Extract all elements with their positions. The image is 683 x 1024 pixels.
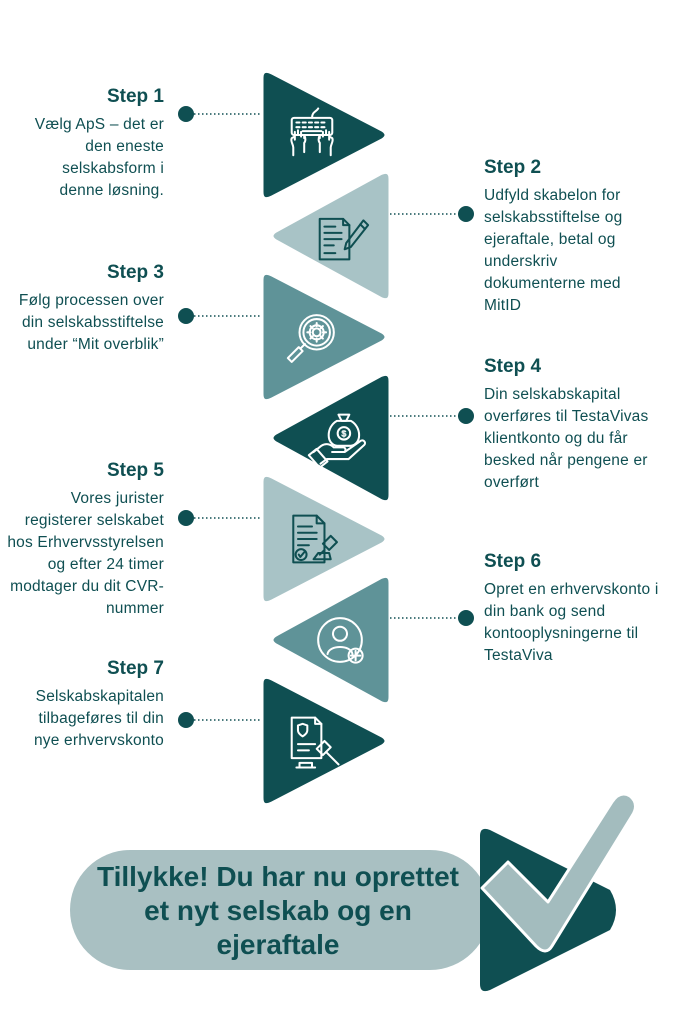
final-message-line: et nyt selskab og en [144,895,412,926]
step-5-block: Step 5 Vores jurister registerer selskab… [0,460,164,620]
step-5-line: modtager du dit CVR- [10,578,164,595]
step-7-block: Step 7 Selskabskapitalen tilbageføres ti… [0,658,164,752]
final-banner [70,792,637,992]
final-pill [70,850,490,970]
step-1-line: denne løsning. [59,182,164,199]
step-7-text: Selskabskapitalen tilbageføres til din n… [0,686,164,752]
step-2-line: underskriv [484,253,558,270]
step-4-line: Din selskabskapital [484,386,621,403]
step-3-title: Step 3 [106,262,164,283]
step-6-line: Opret en erhvervskonto i [484,581,659,598]
step-3-line: Følg processen over [18,292,164,309]
step-1-text: Vælg ApS – det er den eneste selskabsfor… [0,114,164,202]
step-6-triangle [270,574,392,706]
step-7-line: nye erhvervskonto [33,732,164,749]
step-7-line: Selskabskapitalen [35,688,164,705]
step-1-title: Step 1 [106,86,164,107]
step-5-text: Vores jurister registerer selskabet hos … [0,488,164,620]
step-1-line: selskabsform i [62,160,164,177]
step-1-dot [178,106,194,122]
step-4-line: overføres til TestaVivas [484,408,649,425]
step-7-title: Step 7 [106,658,164,679]
step-3-triangle [260,271,388,403]
step-6-line: TestaViva [484,647,553,664]
step-6-line: kontooplysningerne til [484,625,639,642]
step-2-line: dokumenterne med [484,275,621,292]
step-2-dot [458,206,474,222]
step-3-line: din selskabsstiftelse [21,314,164,331]
step-3-block: Step 3 Følg processen over din selskabss… [0,262,164,356]
step-4-title: Step 4 [484,356,542,377]
step-6-title: Step 6 [484,551,542,572]
step-5-line: registerer selskabet [24,512,164,529]
step-4-line: besked når pengene er [484,452,648,469]
step-5-dot [178,510,194,526]
step-7-line: tilbageføres til din [38,710,164,727]
step-5-line: hos Erhvervsstyrelsen [7,534,164,551]
step-4-line: overført [484,474,539,491]
step-4-block: Step 4 Din selskabskapital overføres til… [484,356,679,494]
step-2-line: ejeraftale, betal og [484,231,616,248]
step-2-block: Step 2 Udfyld skabelon for selskabsstift… [484,157,674,317]
step-3-dot [178,308,194,324]
step-5-line: og efter 24 timer [47,556,164,573]
step-4-text: Din selskabskapital overføres til TestaV… [484,384,679,494]
step-2-line: Udfyld skabelon for [484,187,621,204]
step-2-title: Step 2 [484,157,542,178]
step-7-dot [178,712,194,728]
step-2-triangle [270,170,392,302]
step-2-line: MitID [484,297,522,314]
step-4-line: klientkonto og du får [484,430,628,447]
step-4-triangle [270,372,392,504]
step-6-text: Opret en erhvervskonto i din bank og sen… [484,579,682,667]
step-3-text: Følg processen over din selskabsstiftels… [0,290,164,356]
step-1-line: den eneste [85,138,164,155]
step-5-line: Vores jurister [70,490,164,507]
final-message: Tillykke! Du har nu oprettet et nyt sels… [78,860,478,962]
step-shapes [178,69,474,807]
step-1-block: Step 1 Vælg ApS – det er den eneste sels… [0,86,164,202]
step-5-title: Step 5 [106,460,164,481]
final-message-line: Tillykke! Du har nu oprettet [97,861,459,892]
step-6-line: din bank og send [484,603,606,620]
step-6-dot [458,610,474,626]
final-message-line: ejeraftale [216,929,340,960]
step-6-block: Step 6 Opret en erhvervskonto i din bank… [484,551,682,667]
step-1-line: Vælg ApS – det er [34,116,164,133]
step-5-line: nummer [105,600,164,617]
step-4-dot [458,408,474,424]
step-3-line: under “Mit overblik” [27,336,164,353]
step-2-text: Udfyld skabelon for selskabsstiftelse og… [484,185,674,317]
checkmark-icon [480,792,637,953]
step-2-line: selskabsstiftelse og [484,209,623,226]
